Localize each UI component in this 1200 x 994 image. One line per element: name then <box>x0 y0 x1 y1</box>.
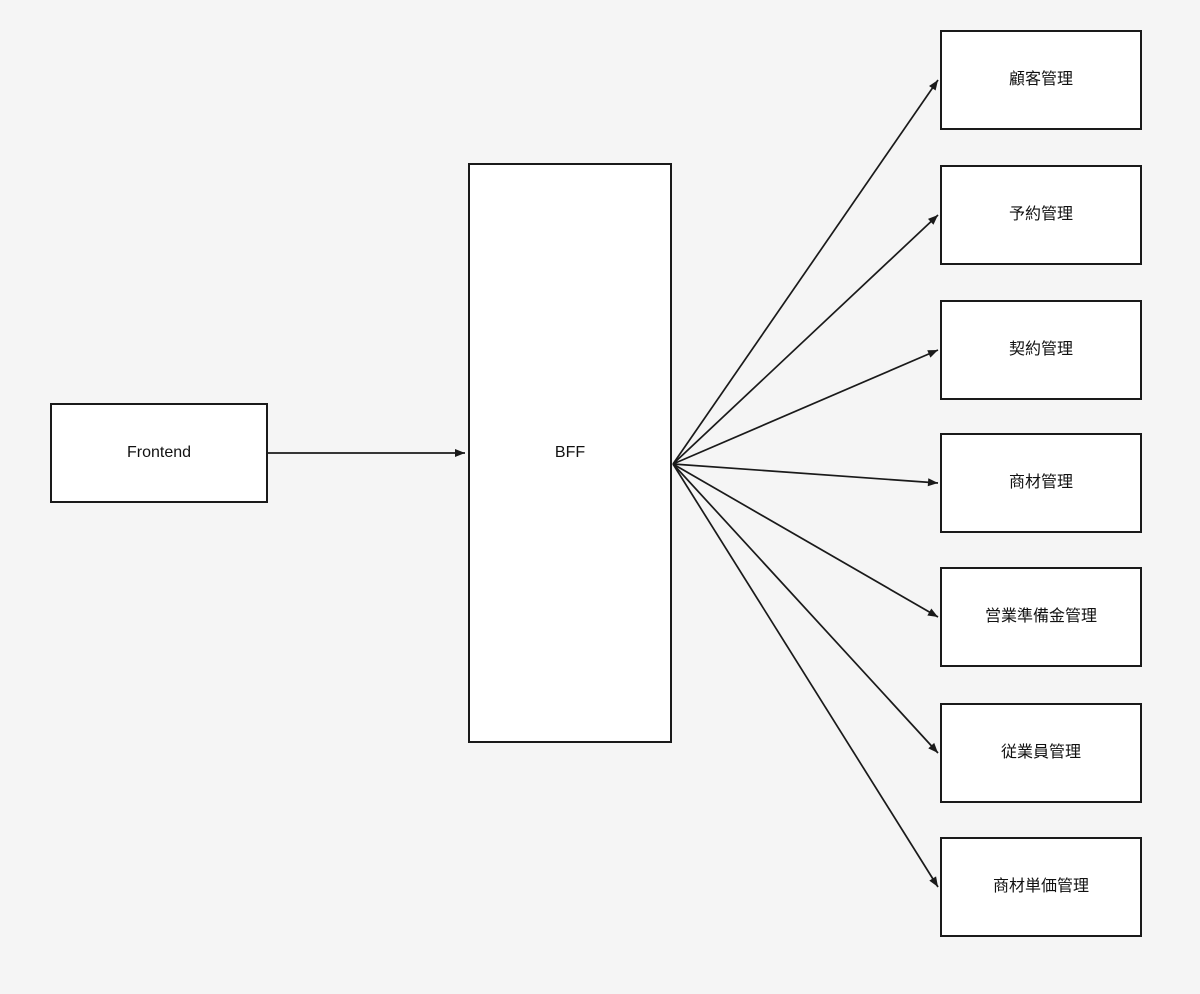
node-service-label: 営業準備金管理 <box>984 608 1097 626</box>
node-service-customer-management[interactable]: 顧客管理 <box>940 30 1142 130</box>
node-service-product-unit-price-management[interactable]: 商材単価管理 <box>940 837 1142 937</box>
node-service-sales-reserve-management[interactable]: 営業準備金管理 <box>940 567 1142 667</box>
edge-bff-to-service-5 <box>672 463 939 754</box>
edge-bff-to-service-3 <box>672 463 939 487</box>
node-service-label: 予約管理 <box>1008 206 1073 224</box>
node-service-label: 商材単価管理 <box>992 878 1089 896</box>
edge-bff-to-service-1 <box>672 214 939 465</box>
node-service-label: 商材管理 <box>1008 474 1073 492</box>
node-service-contract-management[interactable]: 契約管理 <box>940 300 1142 400</box>
node-service-label: 契約管理 <box>1008 341 1073 359</box>
node-bff[interactable]: BFF <box>468 163 672 743</box>
node-frontend-label: Frontend <box>126 444 192 462</box>
node-service-label: 従業員管理 <box>1000 744 1081 762</box>
node-service-product-management[interactable]: 商材管理 <box>940 433 1142 533</box>
node-service-reservation-management[interactable]: 予約管理 <box>940 165 1142 265</box>
edge-bff-to-service-6 <box>672 463 939 888</box>
node-frontend[interactable]: Frontend <box>50 403 268 503</box>
node-service-label: 顧客管理 <box>1008 71 1073 89</box>
edge-bff-to-service-4 <box>672 463 939 618</box>
edge-bff-to-service-2 <box>672 349 939 465</box>
node-service-employee-management[interactable]: 従業員管理 <box>940 703 1142 803</box>
edge-bff-to-service-0 <box>672 79 939 465</box>
node-bff-label: BFF <box>554 444 586 462</box>
